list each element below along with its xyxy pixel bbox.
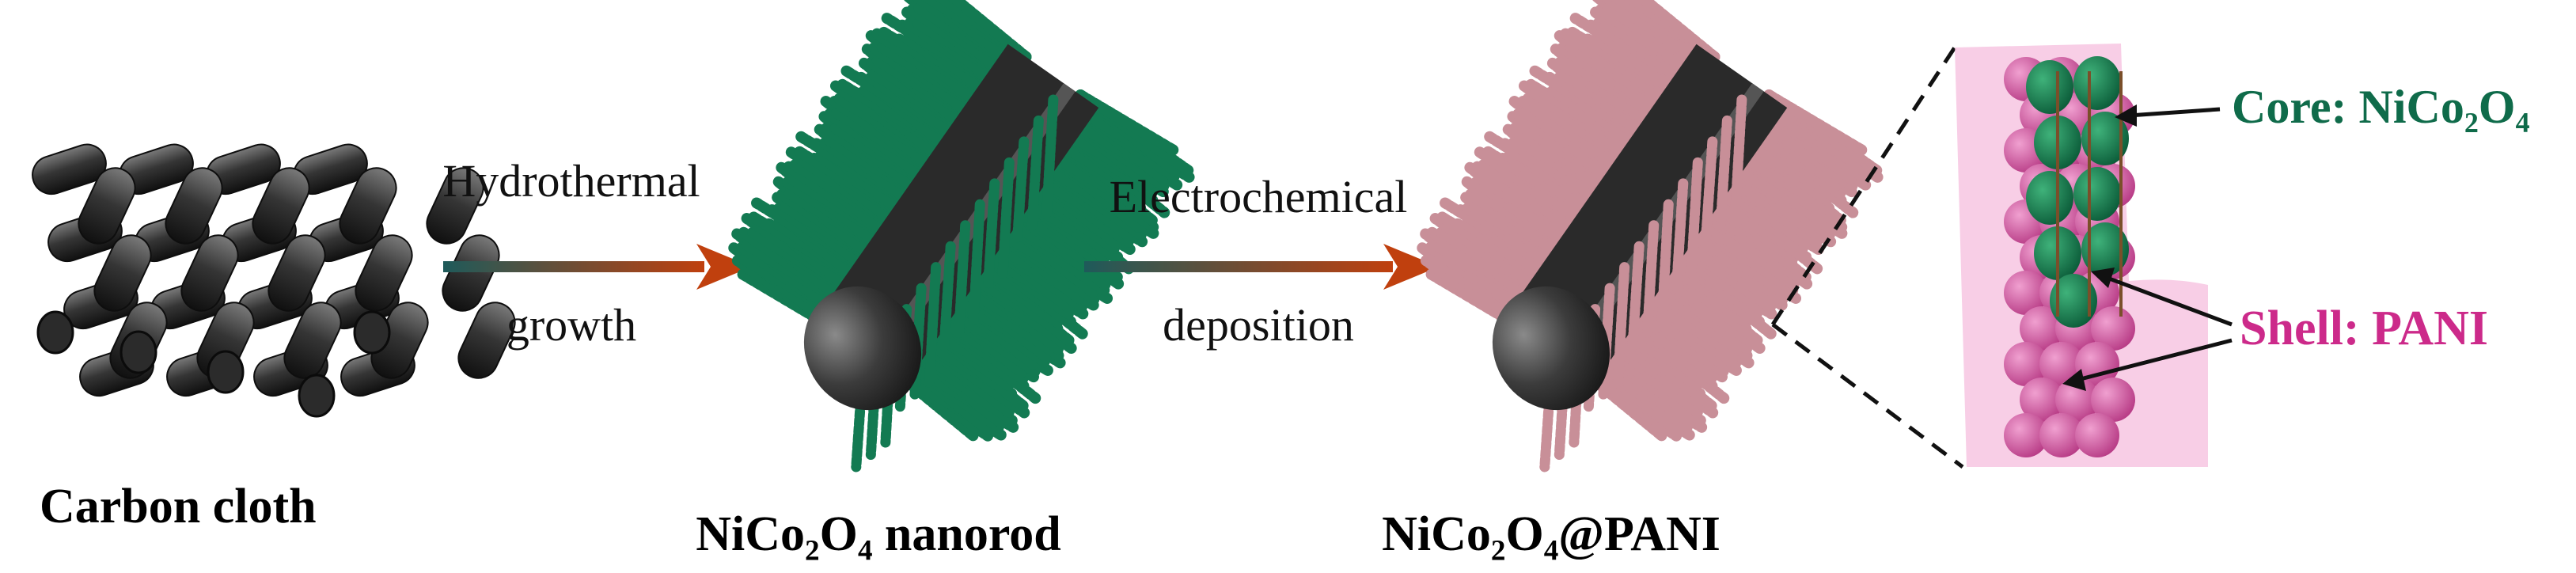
core-label: Core: NiCo₂O₄: [2232, 81, 2529, 133]
green-spiky-rod-icon: [734, 0, 1189, 467]
step1-label-line1: Hydrothermal: [442, 155, 700, 207]
core-shell-zoom-icon: [1955, 44, 2208, 467]
pink-spiky-rod-icon: [1422, 0, 1877, 467]
caption-composite: NiCo₂O₄@PANI: [1382, 507, 1720, 561]
step1-label-line2: growth: [506, 299, 636, 351]
step2-label-line1: Electrochemical: [1110, 171, 1408, 222]
shell-label: Shell: PANI: [2240, 302, 2488, 355]
step2-label-line2: deposition: [1163, 299, 1354, 351]
caption-nanorod: NiCo₂O₄ nanorod: [696, 507, 1061, 561]
electrochemical-arrow: [1084, 244, 1439, 290]
caption-carbon-cloth: Carbon cloth: [40, 480, 317, 533]
